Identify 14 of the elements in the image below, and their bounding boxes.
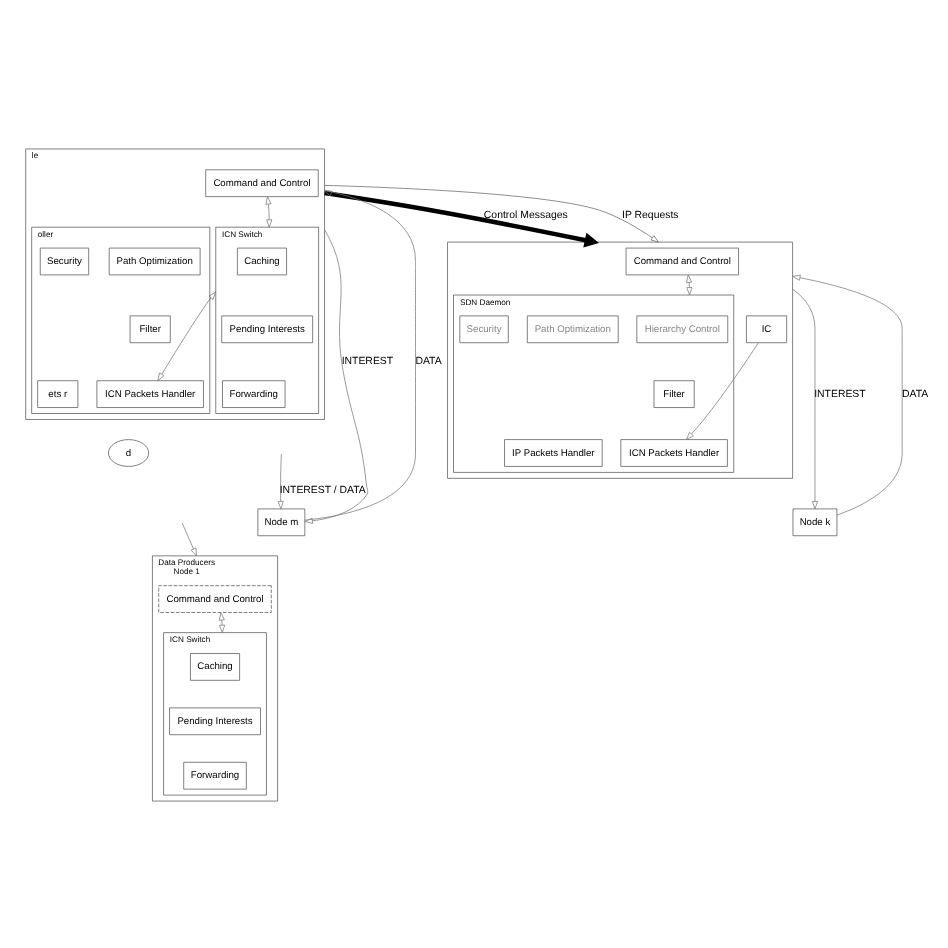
arrow [265,195,273,227]
arrow [304,188,416,520]
cluster [447,240,793,478]
arrow [157,290,217,381]
arrow [792,287,818,509]
arrow [686,273,693,295]
arrow [218,611,226,632]
arrow [324,183,659,242]
arrow [181,521,197,556]
arrow [304,228,369,523]
arrow [324,189,600,247]
arrow [277,452,284,509]
arrow [686,341,759,439]
arrow [792,273,903,515]
